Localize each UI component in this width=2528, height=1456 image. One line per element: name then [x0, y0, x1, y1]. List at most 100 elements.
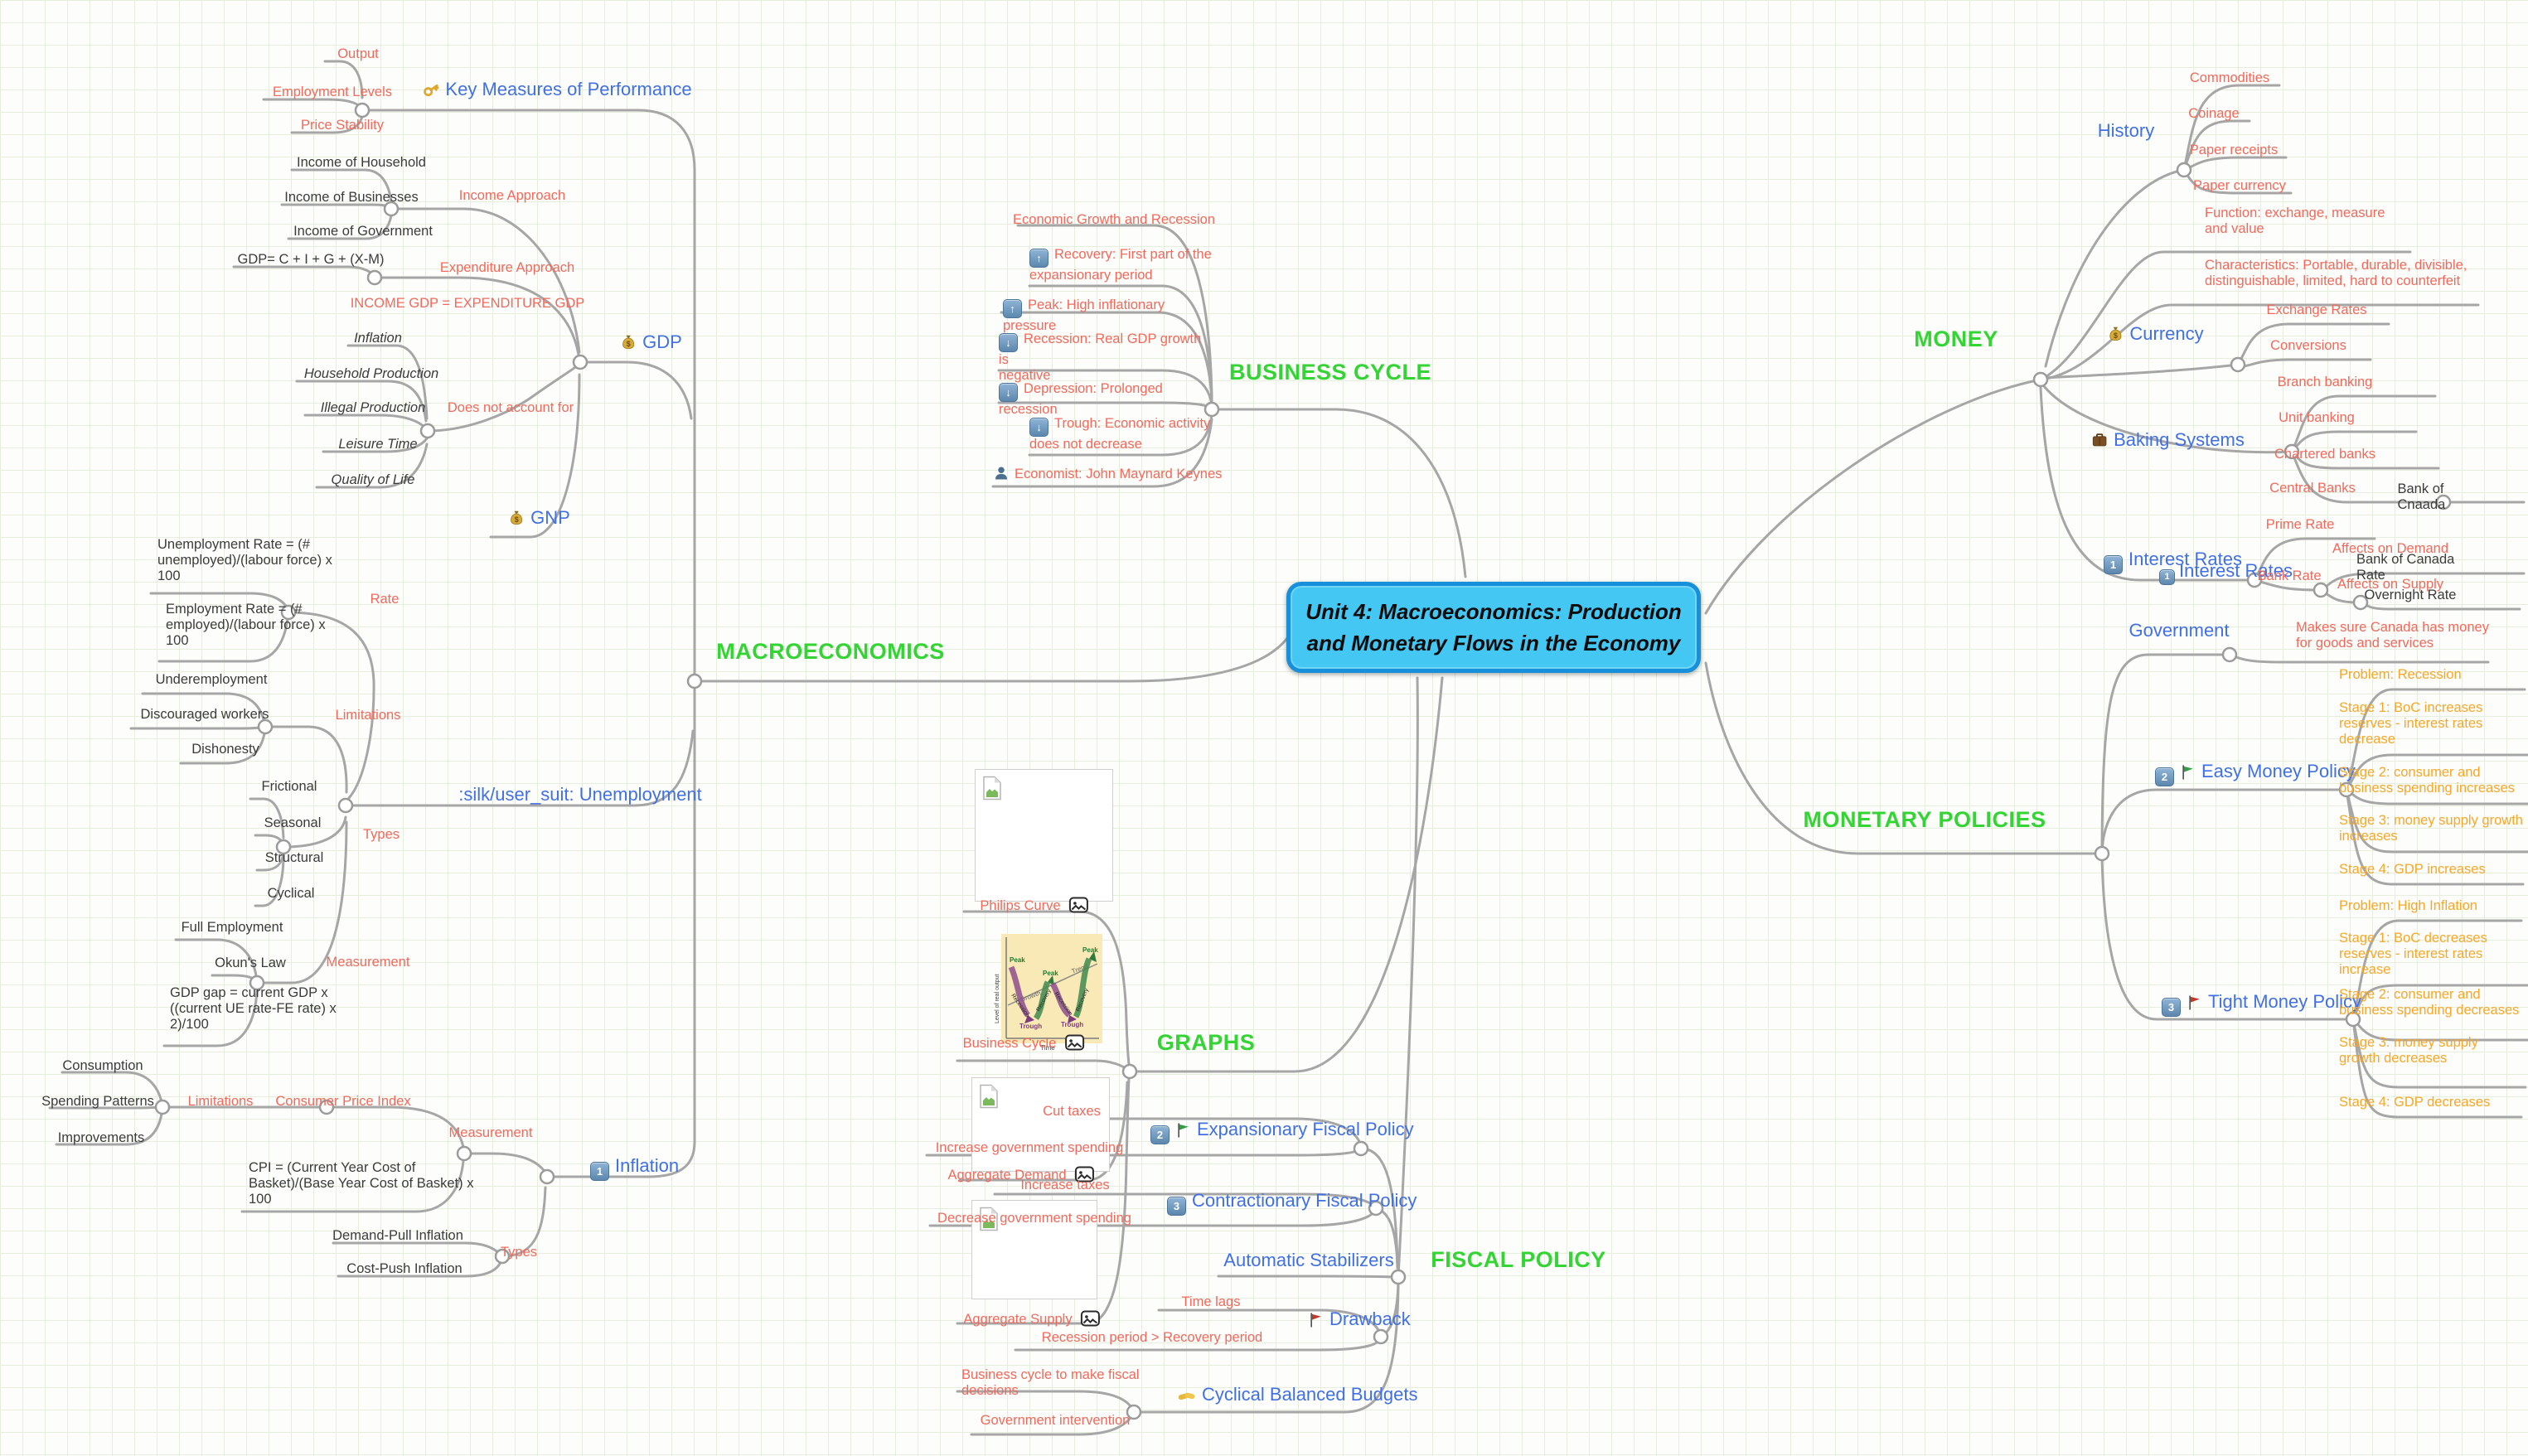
branch-junction[interactable]	[2345, 1011, 2361, 1028]
structural[interactable]: Structural	[265, 850, 324, 866]
problem-recession[interactable]: Problem: Recession	[2339, 667, 2528, 683]
decrease-gov-spending[interactable]: Decrease government spending	[937, 1211, 1131, 1226]
cpi-formula[interactable]: CPI = (Current Year Cost of Basket)/(Bas…	[249, 1160, 514, 1207]
cost-push-inflation[interactable]: Cost-Push Inflation	[346, 1261, 462, 1277]
branch-junction[interactable]	[2435, 494, 2452, 510]
inflation-italic[interactable]: Inflation	[354, 331, 402, 346]
branch-junction[interactable]	[1390, 1269, 1407, 1285]
seasonal[interactable]: Seasonal	[264, 815, 322, 831]
gdp-gap-formula[interactable]: GDP gap = current GDP x ((current UE rat…	[170, 985, 369, 1033]
problem-high-inflation[interactable]: Problem: High Inflation	[2339, 898, 2528, 914]
chartered-banks[interactable]: Chartered banks	[2274, 447, 2375, 462]
affects-on-supply[interactable]: Affects on Supply	[2337, 577, 2443, 593]
baking-systems[interactable]: Baking Systems	[2090, 429, 2245, 453]
easy-stage4[interactable]: Stage 4: GDP increases	[2339, 862, 2528, 878]
tight-stage4[interactable]: Stage 4: GDP decreases	[2339, 1095, 2528, 1110]
business-cycle-section[interactable]: BUSINESS CYCLE	[1229, 360, 1431, 385]
branch-junction[interactable]	[1203, 401, 1220, 418]
income-of-household[interactable]: Income of Household	[297, 155, 426, 171]
income-of-government[interactable]: Income of Government	[293, 224, 433, 239]
business-cycle-image[interactable]: Level of real output Time Trend Growth P…	[993, 932, 1104, 1055]
demand-pull-inflation[interactable]: Demand-Pull Inflation	[332, 1228, 463, 1244]
makes-sure[interactable]: Makes sure Canada has money for goods an…	[2296, 620, 2511, 651]
output[interactable]: Output	[337, 46, 379, 62]
branch-junction[interactable]	[275, 839, 292, 855]
bank-rate[interactable]: Bank Rate	[2257, 568, 2321, 584]
cyclical[interactable]: Cyclical	[268, 886, 315, 902]
economist[interactable]: Economist: John Maynard Keynes	[993, 465, 1233, 486]
branch-junction[interactable]	[2230, 356, 2246, 373]
branch-junction[interactable]	[456, 1145, 472, 1162]
paper-currency[interactable]: Paper currency	[2193, 178, 2286, 194]
philips-curve[interactable]: Philips Curve	[980, 897, 1089, 917]
characteristics[interactable]: Characteristics: Portable, durable, divi…	[2205, 258, 2478, 289]
improvements[interactable]: Improvements	[58, 1130, 145, 1146]
macroeconomics[interactable]: MACROECONOMICS	[716, 640, 945, 664]
conversions[interactable]: Conversions	[2270, 338, 2346, 354]
branch-junction[interactable]	[1373, 1328, 1389, 1345]
okuns-law[interactable]: Okun's Law	[215, 955, 286, 971]
branch-junction[interactable]	[257, 718, 274, 735]
drawback[interactable]: Drawback	[1308, 1308, 1411, 1333]
bank-of-cnaada[interactable]: Bank of Cnaada	[2398, 481, 2485, 513]
branch-junction[interactable]	[2338, 781, 2355, 798]
discouraged-workers[interactable]: Discouraged workers	[141, 707, 269, 723]
aggregate-demand-broken-image[interactable]	[971, 1077, 1110, 1172]
branch-junction[interactable]	[1368, 1200, 1384, 1217]
frictional[interactable]: Frictional	[262, 779, 317, 795]
branch-junction[interactable]	[2352, 594, 2369, 611]
branch-junction[interactable]	[366, 269, 383, 286]
gnp[interactable]: $GNP	[507, 507, 570, 531]
branch-junction[interactable]	[539, 1168, 555, 1185]
cut-taxes[interactable]: Cut taxes	[1043, 1104, 1101, 1120]
increase-gov-spending[interactable]: Increase government spending	[936, 1140, 1124, 1156]
branch-junction[interactable]	[494, 1248, 511, 1265]
government[interactable]: Government	[2128, 620, 2229, 641]
easy-stage1[interactable]: Stage 1: BoC increases reserves - intere…	[2339, 700, 2528, 747]
affects-on-demand[interactable]: Affects on Demand	[2332, 541, 2448, 557]
branch-junction[interactable]	[280, 604, 297, 621]
measurement-ue[interactable]: Measurement	[327, 955, 410, 970]
branch-junction[interactable]	[318, 1099, 335, 1115]
automatic-stabilizers[interactable]: Automatic Stabilizers	[1223, 1250, 1393, 1270]
measurement-inf[interactable]: Measurement	[449, 1125, 533, 1141]
monetary-policies-section[interactable]: MONETARY POLICIES	[1803, 808, 2046, 832]
rate[interactable]: Rate	[370, 592, 400, 607]
unemployment-rate-formula[interactable]: Unemployment Rate = (# unemployed)/(labo…	[157, 537, 356, 584]
limitations-ue[interactable]: Limitations	[336, 708, 401, 723]
central-banks[interactable]: Central Banks	[2269, 481, 2356, 496]
underemployment[interactable]: Underemployment	[156, 672, 268, 688]
government-intervention[interactable]: Government intervention	[981, 1413, 1131, 1429]
full-employment[interactable]: Full Employment	[182, 920, 283, 936]
branch-junction[interactable]	[1126, 1404, 1142, 1420]
key-measures[interactable]: Key Measures of Performance	[422, 79, 692, 103]
cyclical-balanced-budgets[interactable]: Cyclical Balanced Budgets	[1177, 1384, 1417, 1408]
expenditure-approach[interactable]: Expenditure Approach	[440, 260, 574, 276]
household-production[interactable]: Household Production	[304, 366, 438, 382]
time-lags[interactable]: Time lags	[1182, 1294, 1241, 1310]
branch-junction[interactable]	[354, 102, 370, 119]
recession[interactable]: ↓Recession: Real GDP growth is negative	[999, 331, 1214, 384]
branch-junction[interactable]	[2312, 582, 2329, 598]
bank-of-canada-rate[interactable]: Bank of Canada Rate	[2356, 552, 2471, 583]
business-cycle-label[interactable]: Business Cycle	[963, 1034, 1085, 1055]
overnight-rate[interactable]: Overnight Rate	[2365, 588, 2457, 603]
tight-stage2[interactable]: Stage 2: consumer and business spending …	[2339, 987, 2528, 1018]
illegal-production[interactable]: Illegal Production	[321, 400, 426, 416]
gdp[interactable]: $GDP	[619, 331, 682, 356]
branch-junction[interactable]	[2221, 646, 2238, 663]
types-ue[interactable]: Types	[363, 827, 400, 843]
paper-receipts[interactable]: Paper receipts	[2190, 143, 2278, 158]
economic-growth[interactable]: Economic Growth and Recession	[1013, 212, 1215, 228]
income-of-businesses[interactable]: Income of Businesses	[284, 190, 418, 206]
branch-junction[interactable]	[2246, 572, 2263, 588]
philips-curve-broken-image[interactable]	[975, 769, 1113, 902]
branch-junction[interactable]	[1121, 1063, 1138, 1080]
easy-stage3[interactable]: Stage 3: money supply growth increases	[2339, 813, 2528, 844]
does-not-account[interactable]: Does not account for	[448, 400, 574, 416]
tight-stage3[interactable]: Stage 3: money supply growth decreases	[2339, 1035, 2528, 1067]
aggregate-demand[interactable]: Aggregate Demand	[947, 1166, 1095, 1187]
